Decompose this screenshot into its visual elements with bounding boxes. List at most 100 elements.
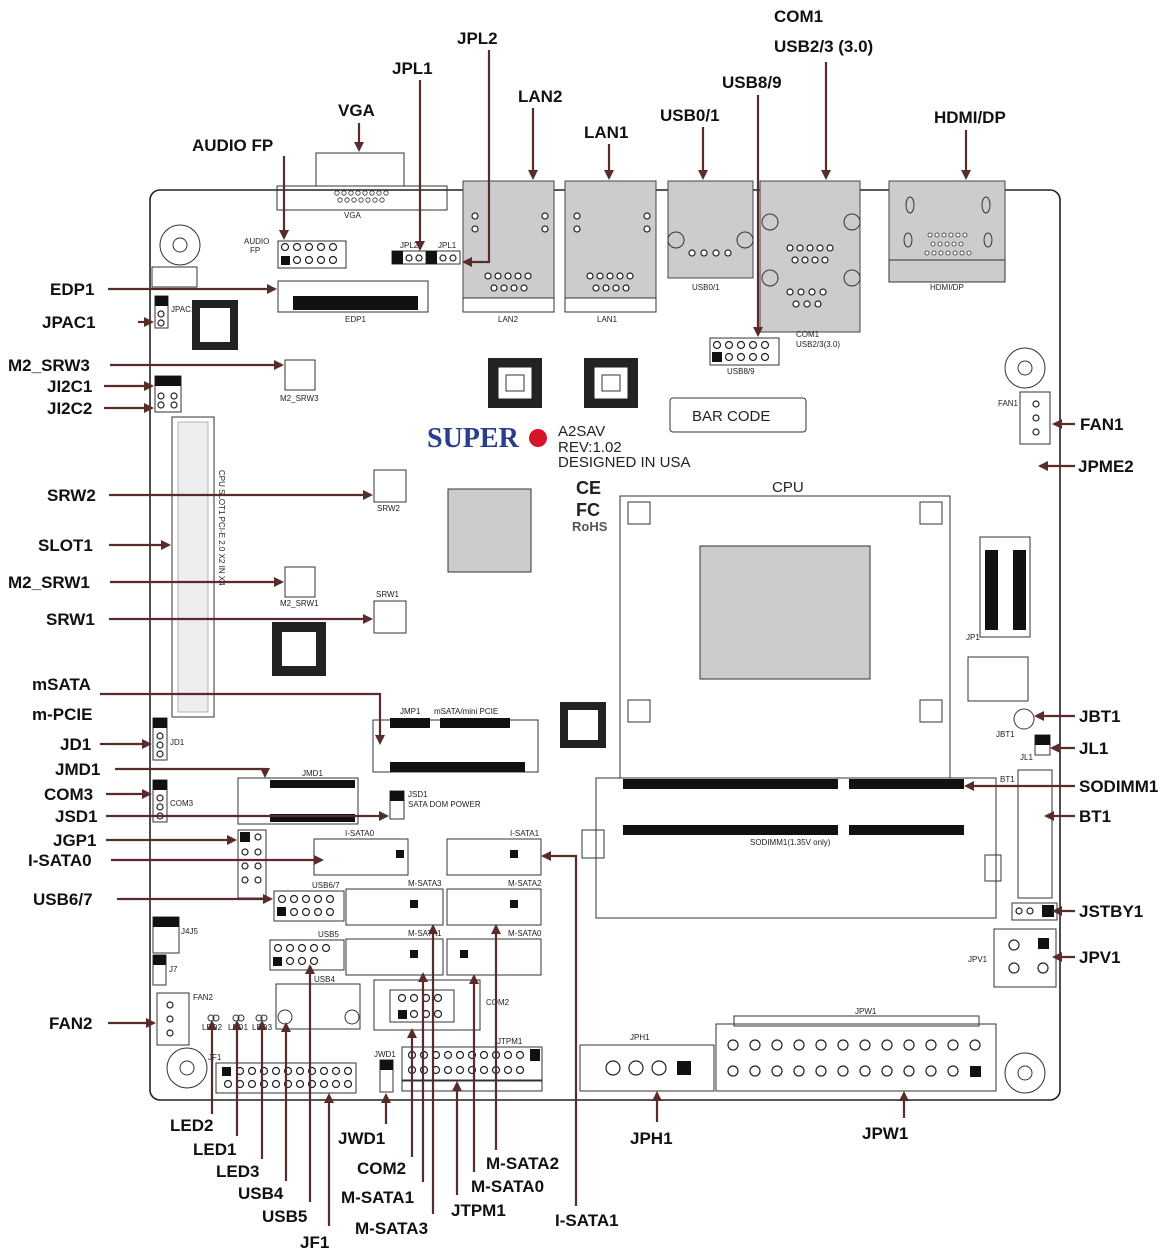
jpl-jumpers: JPL2 JPL1 xyxy=(391,241,461,265)
jpw1-silk: JPW1 xyxy=(855,1007,877,1016)
jpv1-silk: JPV1 xyxy=(968,955,988,964)
fan2-silk: FAN2 xyxy=(193,993,214,1002)
mounting-hole xyxy=(1004,347,1046,389)
callout-mpcie: m-PCIE xyxy=(32,705,92,724)
edp1-connector: EDP1 xyxy=(277,280,429,324)
callout-usb23: USB2/3 (3.0) xyxy=(774,37,873,56)
usb89-silk: USB8/9 xyxy=(727,367,755,376)
callout-isata1: I-SATA1 xyxy=(555,1211,619,1230)
callout-lan2: LAN2 xyxy=(518,87,562,106)
msata0-port: M-SATA0 xyxy=(446,929,542,976)
callout-jpl2: JPL2 xyxy=(457,29,498,48)
jd1-silk: JD1 xyxy=(170,738,185,747)
com2-silk: COM2 xyxy=(486,998,510,1007)
callout-m2srw1: M2_SRW1 xyxy=(8,573,90,592)
callout-arrows xyxy=(100,50,1075,1226)
bt1-silk: BT1 xyxy=(1000,775,1015,784)
callout-lan1: LAN1 xyxy=(584,123,628,142)
m2-srw1-standoff: M2_SRW1 xyxy=(280,566,319,608)
jbt1-area: JBT1 xyxy=(967,656,1035,739)
hdmidp-silk: HDMI/DP xyxy=(930,283,964,292)
callout-msata1: M-SATA1 xyxy=(341,1188,414,1207)
callout-jpl1: JPL1 xyxy=(392,59,433,78)
callout-vga: VGA xyxy=(338,101,375,120)
callout-hdmidp: HDMI/DP xyxy=(934,108,1006,127)
vga-connector: VGA xyxy=(276,152,448,220)
mounting-hole xyxy=(1004,1052,1046,1094)
usb01-silk: USB0/1 xyxy=(692,283,720,292)
sodimm1-slot: SODIMM1(1.35V only) xyxy=(581,777,1002,919)
hdmi-dp-port: HDMI/DP xyxy=(888,180,1006,292)
lan1-port: LAN1 xyxy=(564,180,657,324)
rohs-mark: RoHS xyxy=(572,519,608,534)
callout-fan1: FAN1 xyxy=(1080,415,1123,434)
cpu-area: CPU xyxy=(619,479,951,779)
fan1-silk: FAN1 xyxy=(998,399,1019,408)
msata2-port: M-SATA2 xyxy=(446,879,542,926)
cpu-label: CPU xyxy=(772,479,804,496)
brand-logo: SUPER xyxy=(427,423,520,454)
callout-com2: COM2 xyxy=(357,1159,406,1178)
jmp1-silk: JMP1 xyxy=(400,707,421,716)
jstby1-header xyxy=(1011,902,1058,921)
callout-srw2: SRW2 xyxy=(47,486,96,505)
usb89-header: USB8/9 xyxy=(709,337,780,376)
callout-jpme2: JPME2 xyxy=(1078,457,1134,476)
callout-jpac1: JPAC1 xyxy=(42,313,96,332)
j7-header: J7 xyxy=(152,954,178,986)
barcode-text: BAR CODE xyxy=(692,408,770,425)
msata3-silk: M-SATA3 xyxy=(408,879,442,888)
audio-silk: AUDIO xyxy=(244,237,269,246)
mounting-hole xyxy=(166,1047,208,1089)
jf1-header: JF1 xyxy=(208,1053,357,1094)
callout-slot1: SLOT1 xyxy=(38,536,93,555)
fp-silk: FP xyxy=(250,246,260,255)
com1-usb23-port: COM1 USB2/3(3.0) xyxy=(759,180,861,349)
isata1-silk: I-SATA1 xyxy=(510,829,540,838)
usb23-silk: USB2/3(3.0) xyxy=(796,340,840,349)
jsd1-header: JSD1 SATA DOM POWER xyxy=(389,790,481,820)
sata-dom-silk: SATA DOM POWER xyxy=(408,800,481,809)
com3-silk: COM3 xyxy=(170,799,194,808)
lan2-port: LAN2 xyxy=(462,180,555,324)
callout-jwd1: JWD1 xyxy=(338,1129,385,1148)
callout-jtpm1: JTPM1 xyxy=(451,1201,506,1220)
jmd1-silk: JMD1 xyxy=(302,769,323,778)
callout-jgp1: JGP1 xyxy=(53,831,96,850)
j7-silk: J7 xyxy=(169,965,178,974)
msata-silk: mSATA/mini PCIE xyxy=(434,707,498,716)
model-name: A2SAV xyxy=(558,423,605,440)
chip xyxy=(192,300,238,350)
usb67-silk: USB6/7 xyxy=(312,881,340,890)
isata0-silk: I-SATA0 xyxy=(345,829,375,838)
callout-m2srw3: M2_SRW3 xyxy=(8,356,90,375)
branding: SUPER A2SAV REV:1.02 DESIGNED IN USA CE … xyxy=(427,423,691,534)
pch-chip xyxy=(447,488,532,573)
fc-mark: FC xyxy=(576,500,600,520)
jpac1-jumper: JPAC1 xyxy=(154,295,196,329)
callout-jl1: JL1 xyxy=(1079,739,1108,758)
chip xyxy=(488,358,542,408)
callout-bt1: BT1 xyxy=(1079,807,1111,826)
callout-com1: COM1 xyxy=(774,7,823,26)
callout-jsd1: JSD1 xyxy=(55,807,98,826)
callout-labels: COM1 USB2/3 (3.0) JPL2 JPL1 USB8/9 LAN2 … xyxy=(8,7,1158,1251)
usb67-header: USB6/7 xyxy=(273,881,345,922)
isata1-port: I-SATA1 xyxy=(446,829,542,876)
sodimm-silk: SODIMM1(1.35V only) xyxy=(750,838,831,847)
callout-jstby1: JSTBY1 xyxy=(1079,902,1143,921)
jbt1-silk: JBT1 xyxy=(996,730,1015,739)
callout-jmd1: JMD1 xyxy=(55,760,100,779)
designed-label: DESIGNED IN USA xyxy=(558,454,691,471)
com2-header: COM2 xyxy=(373,979,510,1031)
msata2-silk: M-SATA2 xyxy=(508,879,542,888)
lan2-silk: LAN2 xyxy=(498,315,519,324)
callout-jpv1: JPV1 xyxy=(1079,948,1121,967)
callout-fan2: FAN2 xyxy=(49,1014,92,1033)
lan1-silk: LAN1 xyxy=(597,315,618,324)
jgp1-header xyxy=(237,829,267,899)
srw1-standoff: SRW1 xyxy=(373,590,407,634)
callout-msata0: M-SATA0 xyxy=(471,1177,544,1196)
jd1-header: JD1 xyxy=(152,717,185,761)
audio-fp-header: AUDIO FP xyxy=(244,237,347,269)
